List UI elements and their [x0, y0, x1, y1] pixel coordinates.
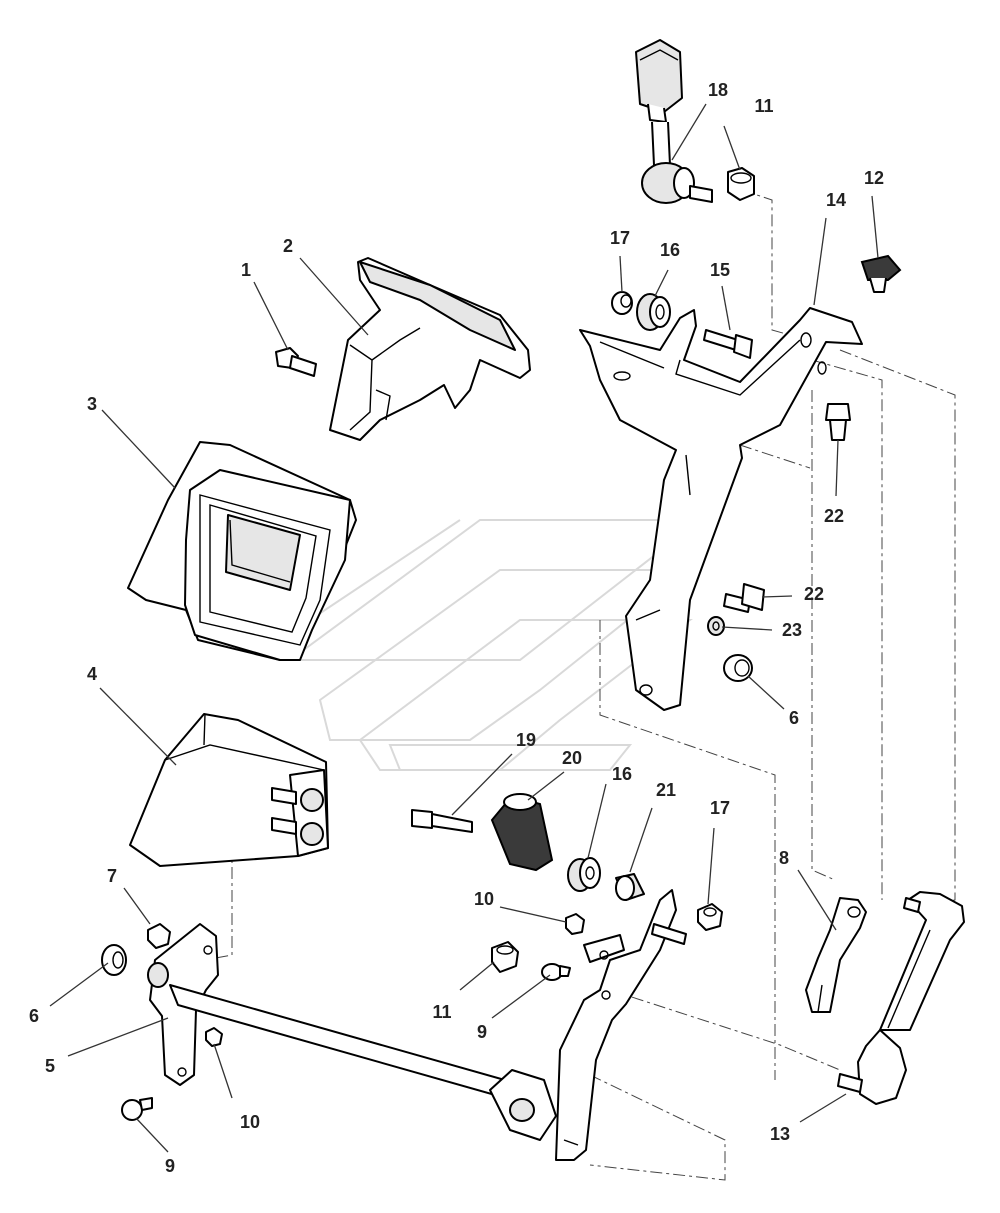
part-6-bushing-mid: [723, 654, 753, 682]
callout-9-knob-lower: 9: [165, 1156, 175, 1176]
callout-17-nut-top: 17: [610, 228, 630, 248]
assembly-lines: [204, 189, 956, 1181]
part-13-strut: [837, 891, 965, 1105]
callout-3: 3: [87, 394, 97, 414]
callout-10-nut-mid: 10: [474, 889, 494, 909]
callout-22-bolt-upper: 22: [824, 506, 844, 526]
callout-22-bolt-lower: 22: [804, 584, 824, 604]
callout-2: 2: [283, 236, 293, 256]
part-12-clip: [860, 254, 902, 293]
part-8-lever: [805, 897, 867, 1013]
callout-6-bushing-mid: 6: [789, 708, 799, 728]
callout-13: 13: [770, 1124, 790, 1144]
part-19-bolt: [411, 809, 473, 833]
callout-20: 20: [562, 748, 582, 768]
part-18-sensor: [635, 39, 713, 204]
callout-9-knob-mid: 9: [477, 1022, 487, 1042]
callout-15: 15: [710, 260, 730, 280]
callout-14: 14: [826, 190, 846, 210]
callout-1: 1: [241, 260, 251, 280]
part-3-boot: [127, 441, 357, 661]
part-1-screw: [275, 347, 317, 377]
part-5-shaft-assembly: [147, 889, 687, 1161]
part-16-bushing-top: [636, 293, 671, 331]
callout-5: 5: [45, 1056, 55, 1076]
part-23-washer: [707, 616, 725, 636]
callout-16-bushing-lower: 16: [612, 764, 632, 784]
part-11-nut-top: [727, 167, 755, 201]
part-20-spring: [490, 793, 554, 872]
part-15-bolt: [703, 329, 753, 359]
callout-10-nut-lower: 10: [240, 1112, 260, 1132]
part-9-knob-mid: [541, 963, 571, 981]
callout-7: 7: [107, 866, 117, 886]
part-21-spacer: [615, 873, 645, 901]
part-7-nut: [147, 923, 171, 949]
callout-17-nut-lower: 17: [710, 798, 730, 818]
part-4-base: [129, 713, 329, 867]
part-9-knob-lower: [121, 1097, 153, 1121]
part-22-bolt-lower: [723, 583, 765, 613]
callout-8: 8: [779, 848, 789, 868]
part-17-nut-top: [611, 291, 633, 315]
callout-16-bushing-top: 16: [660, 240, 680, 260]
part-16-bushing-lower: [567, 857, 601, 892]
part-10-nut-mid: [565, 913, 585, 935]
part-11-nut-lower: [491, 941, 519, 973]
callout-12: 12: [864, 168, 884, 188]
part-17-nut-lower: [697, 903, 723, 931]
callout-19: 19: [516, 730, 536, 750]
part-22-bolt-upper: [825, 403, 851, 441]
callout-4: 4: [87, 664, 97, 684]
leader-lines: [49, 103, 879, 1153]
callout-23: 23: [782, 620, 802, 640]
part-2-cover: [329, 257, 531, 441]
part-6-washer-lower: [101, 944, 127, 976]
part-10-nut-lower: [205, 1027, 223, 1047]
callout-21: 21: [656, 780, 676, 800]
callout-11-nut-lower: 11: [432, 1002, 451, 1022]
part-14-bracket: [579, 307, 863, 711]
callout-11-nut-top: 11: [754, 96, 773, 116]
callout-labels: 1 2 3 4 5 6 6 7 8 9 9 10 10 11 11 12 13 …: [29, 80, 884, 1176]
callout-6-washer-lower: 6: [29, 1006, 39, 1026]
callout-18: 18: [708, 80, 728, 100]
